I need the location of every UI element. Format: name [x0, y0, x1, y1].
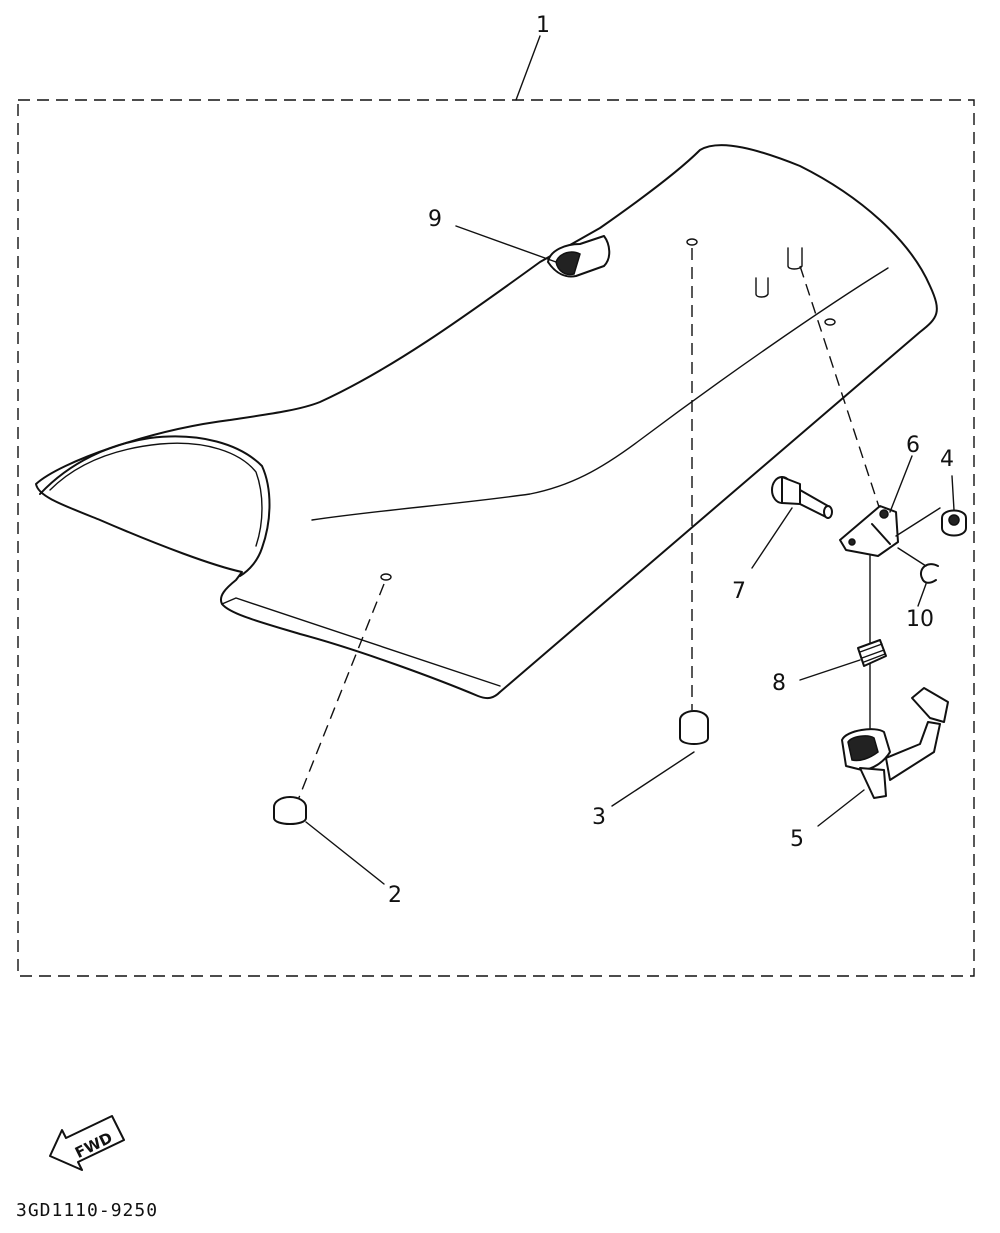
leader-part-6 [889, 455, 913, 513]
part-label-1: 1 [536, 13, 550, 38]
part-label-7: 7 [732, 579, 746, 604]
part-label-9: 9 [428, 207, 442, 232]
part-label-3: 3 [592, 805, 606, 830]
part-6-bracket [839, 505, 899, 557]
part-5-seat-lock [841, 687, 949, 799]
leader-part-10-bracket [897, 547, 927, 567]
part-7-bolt [771, 476, 833, 519]
leader-part-8 [799, 659, 861, 681]
part-label-6: 6 [906, 433, 920, 458]
part-8-spring [857, 639, 887, 667]
leader-part-10 [917, 583, 927, 607]
leader-part-5 [817, 789, 865, 827]
leader-part-7 [751, 507, 793, 569]
forward-arrow-icon: FWD [49, 1115, 125, 1171]
part-3-damper [679, 710, 709, 745]
part-label-10: 10 [906, 607, 934, 632]
dashed-line-part-2 [297, 583, 385, 801]
leader-part-3 [611, 751, 695, 807]
part-label-8: 8 [772, 671, 786, 696]
leader-part-2 [305, 821, 385, 885]
dashed-line-part-6 [799, 265, 881, 511]
leader-part-9 [455, 225, 557, 263]
part-label-2: 2 [388, 883, 402, 908]
part-10-clip [920, 563, 939, 584]
leader-part-4-a [951, 475, 955, 511]
seat-body [35, 144, 938, 700]
leader-part-1 [515, 35, 541, 101]
part-4-nut [941, 509, 967, 537]
part-label-4: 4 [940, 447, 954, 472]
part-2-damper [273, 796, 307, 825]
part-9-seat-strap [547, 235, 611, 278]
assembly-boundary-box [17, 99, 975, 977]
drawing-code: 3GD1110-9250 [16, 1200, 158, 1221]
part-label-5: 5 [790, 827, 804, 852]
leader-part-4-b [895, 507, 941, 537]
